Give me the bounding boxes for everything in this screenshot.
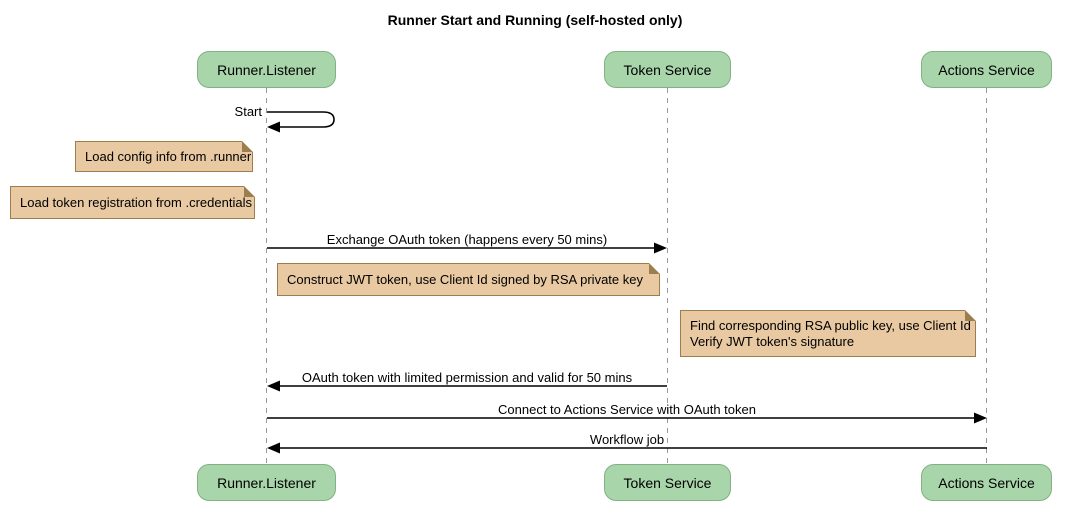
participant-token-service-top: Token Service bbox=[604, 51, 731, 88]
note-load-config: Load config info from .runner bbox=[75, 141, 253, 172]
note-line: Verify JWT token's signature bbox=[690, 333, 855, 349]
message-label-workflow-job: Workflow job bbox=[589, 432, 665, 447]
arrowhead-oauth-token-response bbox=[267, 380, 280, 392]
arrowhead-start bbox=[267, 121, 280, 133]
participant-token-service-bottom: Token Service bbox=[604, 464, 731, 501]
participant-actions-service-top: Actions Service bbox=[921, 51, 1052, 88]
note-load-token-registration: Load token registration from .credential… bbox=[10, 186, 255, 219]
diagram-title: Runner Start and Running (self-hosted on… bbox=[387, 12, 683, 28]
arrow-start-self-loop bbox=[267, 111, 335, 128]
note-construct-jwt: Construct JWT token, use Client Id signe… bbox=[277, 263, 660, 296]
note-line: Load token registration from .credential… bbox=[20, 194, 252, 210]
note-line: Find corresponding RSA public key, use C… bbox=[690, 317, 971, 333]
note-verify-jwt: Find corresponding RSA public key, use C… bbox=[680, 310, 976, 357]
arrowhead-exchange-oauth-token bbox=[654, 242, 667, 254]
arrowhead-workflow-job bbox=[267, 442, 280, 454]
arrowhead-connect-actions-service bbox=[974, 412, 987, 424]
note-line: Construct JWT token, use Client Id signe… bbox=[287, 271, 643, 287]
participant-runner-listener-top: Runner.Listener bbox=[197, 51, 336, 88]
participant-actions-service-bottom: Actions Service bbox=[921, 464, 1052, 501]
message-label-start: Start bbox=[234, 104, 262, 119]
message-label-exchange-oauth-token: Exchange OAuth token (happens every 50 m… bbox=[326, 232, 608, 247]
participant-runner-listener-bottom: Runner.Listener bbox=[197, 464, 336, 501]
message-label-connect-actions-service: Connect to Actions Service with OAuth to… bbox=[498, 402, 756, 417]
message-label-oauth-token-response: OAuth token with limited permission and … bbox=[301, 370, 633, 385]
note-line: Load config info from .runner bbox=[85, 148, 252, 164]
